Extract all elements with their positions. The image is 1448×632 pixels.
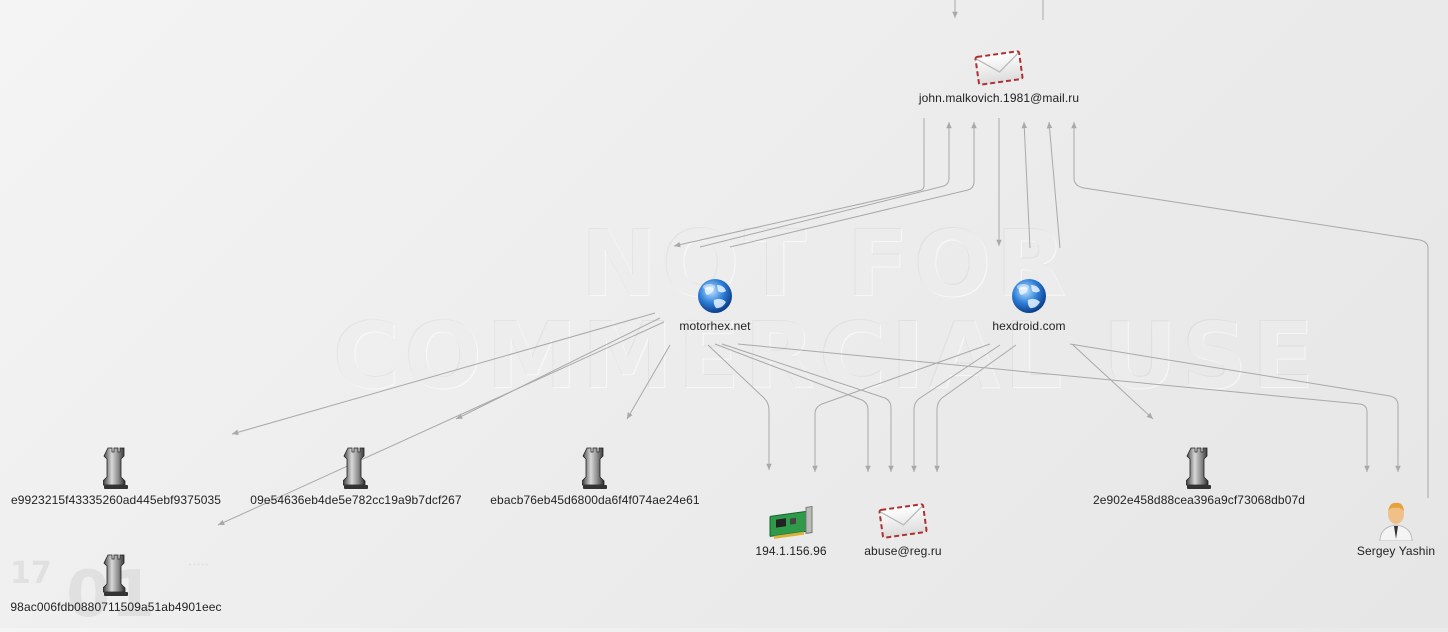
- network-card-icon: [769, 505, 813, 539]
- node-label: 194.1.156.96: [755, 544, 827, 558]
- edge: [1046, 121, 1061, 249]
- edge: [729, 122, 977, 248]
- email-node-abuse-reg[interactable]: abuse@reg.ru: [848, 501, 958, 558]
- node-label: 98ac006fdb0880711509a51ab4901eec: [10, 600, 222, 614]
- node-label: john.malkovich.1981@mail.ru: [918, 91, 1080, 105]
- hash-node[interactable]: 2e902e458d88cea396a9cf73068db07d: [1081, 446, 1317, 507]
- rook-hash-icon: [1186, 447, 1211, 489]
- rook-hash-icon: [343, 447, 368, 489]
- globe-icon: [1012, 279, 1046, 313]
- edge: [1069, 343, 1401, 472]
- domain-node-hexdroid[interactable]: hexdroid.com: [959, 276, 1099, 333]
- person-node-sergey-yashin[interactable]: Sergey Yashin: [1346, 499, 1446, 558]
- email-node-john-malkovich[interactable]: john.malkovich.1981@mail.ru: [897, 48, 1101, 105]
- edge: [911, 344, 1001, 472]
- edge: [707, 344, 772, 470]
- node-label: 2e902e458d88cea396a9cf73068db07d: [1092, 493, 1306, 507]
- email-envelope-icon: [974, 50, 1024, 86]
- edge: [699, 122, 952, 248]
- edge: [1071, 122, 1429, 498]
- edges: [217, 0, 1429, 526]
- edge: [721, 343, 894, 472]
- edge: [217, 321, 665, 526]
- edge: [934, 344, 1017, 472]
- rook-hash-icon: [103, 447, 128, 489]
- node-label: motorhex.net: [679, 319, 751, 333]
- node-label: hexdroid.com: [992, 319, 1066, 333]
- edge: [737, 343, 1370, 472]
- hash-node[interactable]: ebacb76eb45d6800da6f4f074ae24e61: [477, 446, 713, 507]
- ip-node[interactable]: 194.1.156.96: [741, 501, 841, 558]
- rook-hash-icon: [103, 554, 128, 596]
- node-label: Sergey Yashin: [1356, 544, 1436, 558]
- hash-node[interactable]: 09e54636eb4de5e782cc19a9b7dcf267: [238, 446, 474, 507]
- edge: [1021, 121, 1031, 249]
- edge: [1072, 344, 1154, 420]
- edge: [231, 312, 656, 435]
- node-label: ebacb76eb45d6800da6f4f074ae24e61: [490, 493, 700, 507]
- edge: [626, 344, 671, 420]
- edge: [812, 343, 991, 472]
- edge: [455, 317, 661, 420]
- node-label: abuse@reg.ru: [864, 544, 942, 558]
- hash-node[interactable]: e9923215f43335260ad445ebf9375035: [0, 446, 232, 507]
- edge: [673, 118, 925, 248]
- globe-icon: [698, 279, 732, 313]
- node-label: 09e54636eb4de5e782cc19a9b7dcf267: [250, 493, 462, 507]
- person-icon: [1379, 502, 1413, 541]
- domain-node-motorhex[interactable]: motorhex.net: [645, 276, 785, 333]
- edge: [714, 343, 871, 472]
- rook-hash-icon: [582, 447, 607, 489]
- node-label: e9923215f43335260ad445ebf9375035: [10, 493, 222, 507]
- hash-node[interactable]: 98ac006fdb0880711509a51ab4901eec: [0, 553, 232, 614]
- email-envelope-icon: [878, 503, 928, 539]
